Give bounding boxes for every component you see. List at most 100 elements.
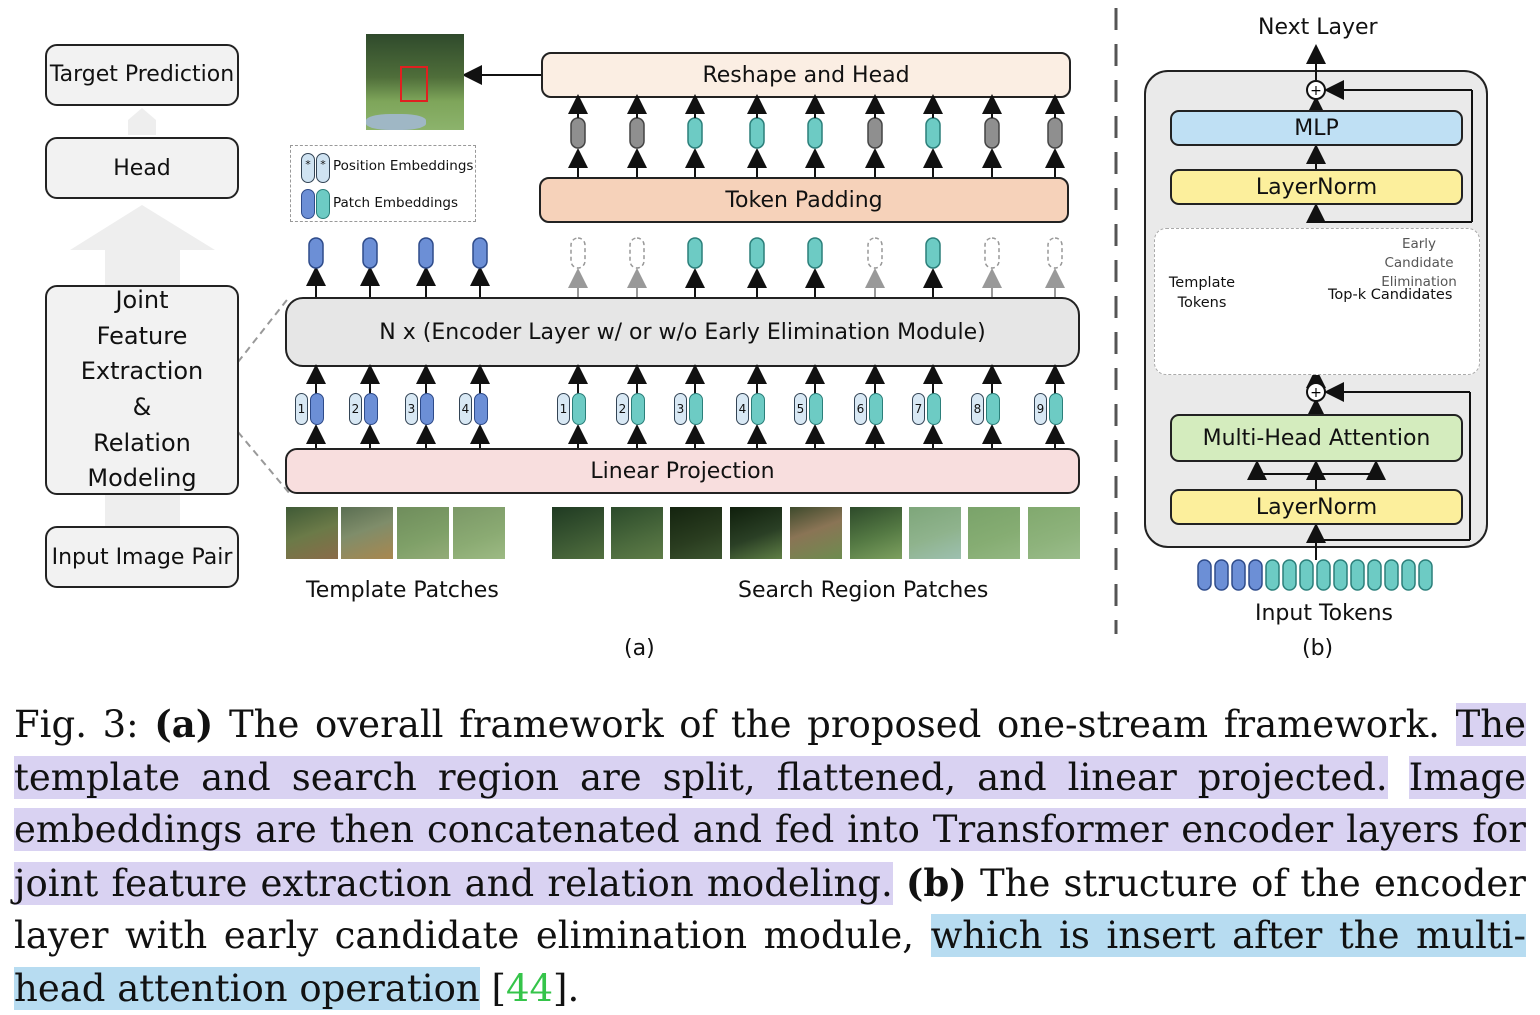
position-embedding: 5 (794, 393, 807, 425)
search-patch-embedding (927, 393, 941, 425)
position-embedding: 4 (736, 393, 749, 425)
panel-b-label: (b) (1302, 636, 1334, 661)
template-token (362, 237, 378, 269)
search-patch-embedding (1049, 393, 1063, 425)
position-embedding: 2 (349, 393, 362, 425)
eliminated-token (570, 237, 586, 269)
input-tokens-label: Input Tokens (1255, 601, 1394, 626)
joint-line: Relation (93, 428, 191, 457)
linear-projection-label: Linear Projection (590, 458, 775, 484)
target-prediction-box: Target Prediction (45, 44, 239, 106)
search-patch-embedding (869, 393, 883, 425)
mlp-box: MLP (1170, 110, 1463, 146)
joint-line: Modeling (87, 464, 197, 493)
eliminated-token (629, 237, 645, 269)
input-token (1367, 559, 1382, 591)
position-embedding: 4 (459, 393, 472, 425)
joint-line: Extraction (80, 357, 204, 386)
search-patch-embedding (689, 393, 703, 425)
joint-line: Joint (115, 286, 169, 315)
legend-patch-icon (301, 189, 315, 219)
mha-label: Multi-Head Attention (1202, 425, 1431, 451)
early-elim-label: Early Candidate Elimination (1381, 236, 1457, 290)
next-layer-label: Next Layer (1258, 15, 1378, 40)
template-patch-image (397, 507, 449, 559)
template-tokens-label: Template Tokens (1168, 275, 1236, 311)
search-patch-image (670, 507, 722, 559)
legend-patch-icon (316, 189, 330, 219)
search-patch-image (730, 507, 782, 559)
search-patch-image (611, 507, 663, 559)
joint-line: Feature (96, 321, 188, 350)
linear-projection-box: Linear Projection (285, 448, 1080, 494)
search-patch-image (850, 507, 902, 559)
token-flow (306, 94, 1065, 448)
prediction-bbox (400, 66, 428, 102)
search-patches-label: Search Region Patches (738, 578, 989, 603)
caption-a-tag: (a) (154, 702, 214, 746)
input-token (1418, 559, 1433, 591)
legend-patch-label: Patch Embeddings (333, 195, 458, 211)
eliminated-token (1047, 237, 1063, 269)
input-pair-box: Input Image Pair (45, 526, 239, 588)
joint-extraction-box: Joint Feature Extraction & Relation Mode… (45, 285, 239, 495)
position-embedding: 1 (557, 393, 570, 425)
template-patch-embedding (420, 393, 434, 425)
citation-link[interactable]: 44 (505, 966, 554, 1010)
position-embedding: 2 (616, 393, 629, 425)
layernorm-bottom-label: LayerNorm (1255, 494, 1378, 520)
position-embedding: 6 (854, 393, 867, 425)
legend-star: * (320, 158, 326, 171)
legend-pos-icon: * (316, 153, 330, 183)
eliminated-token (867, 237, 883, 269)
output-frame-image (366, 34, 464, 130)
search-token (925, 237, 941, 269)
input-token (1316, 559, 1331, 591)
residual-add-label: + (1310, 385, 1322, 401)
position-embedding: 8 (971, 393, 984, 425)
search-patch-embedding (986, 393, 1000, 425)
position-embeddings: 1 2 3 4 1 2 3 4 5 6 7 8 9 (0, 0, 1110, 520)
embedding-legend: * * Position Embeddings Patch Embeddings (290, 145, 476, 222)
caption-ref-close: ]. (553, 966, 580, 1010)
input-token (1350, 559, 1365, 591)
legend-position-label: Position Embeddings (333, 158, 474, 174)
search-token (807, 237, 823, 269)
template-patch-embedding (364, 393, 378, 425)
template-token (418, 237, 434, 269)
input-pair-label: Input Image Pair (51, 544, 233, 570)
residual-add-icon (1306, 382, 1326, 402)
input-token (1197, 559, 1212, 591)
search-patch-image (790, 507, 842, 559)
early-elimination-region (1154, 228, 1480, 375)
legend-star: * (305, 158, 311, 171)
position-embedding: 7 (912, 393, 925, 425)
search-patch-image (909, 507, 961, 559)
position-embedding: 9 (1034, 393, 1047, 425)
encoder-label: N x (Encoder Layer w/ or w/o Early Elimi… (379, 319, 986, 345)
template-patch-image (341, 507, 393, 559)
input-token (1333, 559, 1348, 591)
search-patch-embedding (751, 393, 765, 425)
figure-caption: Fig. 3: (a) The overall framework of the… (14, 698, 1526, 1015)
caption-sentence: The overall framework of the proposed on… (228, 703, 1440, 746)
position-embedding: 3 (405, 393, 418, 425)
reshape-head-label: Reshape and Head (702, 62, 910, 88)
topk-label: Top-k Candidates (1328, 287, 1453, 303)
search-token (749, 237, 765, 269)
input-token (1265, 559, 1280, 591)
template-patch-image (286, 507, 338, 559)
caption-b-tag: (b) (905, 860, 967, 905)
template-patch-image (453, 507, 505, 559)
encoder-box: N x (Encoder Layer w/ or w/o Early Elimi… (285, 297, 1080, 367)
target-prediction-label: Target Prediction (49, 62, 235, 87)
token-padding-box: Token Padding (539, 177, 1069, 223)
search-patch-embedding (631, 393, 645, 425)
caption-fig-number: Fig. 3: (14, 703, 139, 746)
template-patch-embedding (310, 393, 324, 425)
input-token (1282, 559, 1297, 591)
position-embedding: 1 (295, 393, 308, 425)
token-padding-label: Token Padding (725, 187, 883, 213)
template-token (472, 237, 488, 269)
position-embedding: 3 (674, 393, 687, 425)
